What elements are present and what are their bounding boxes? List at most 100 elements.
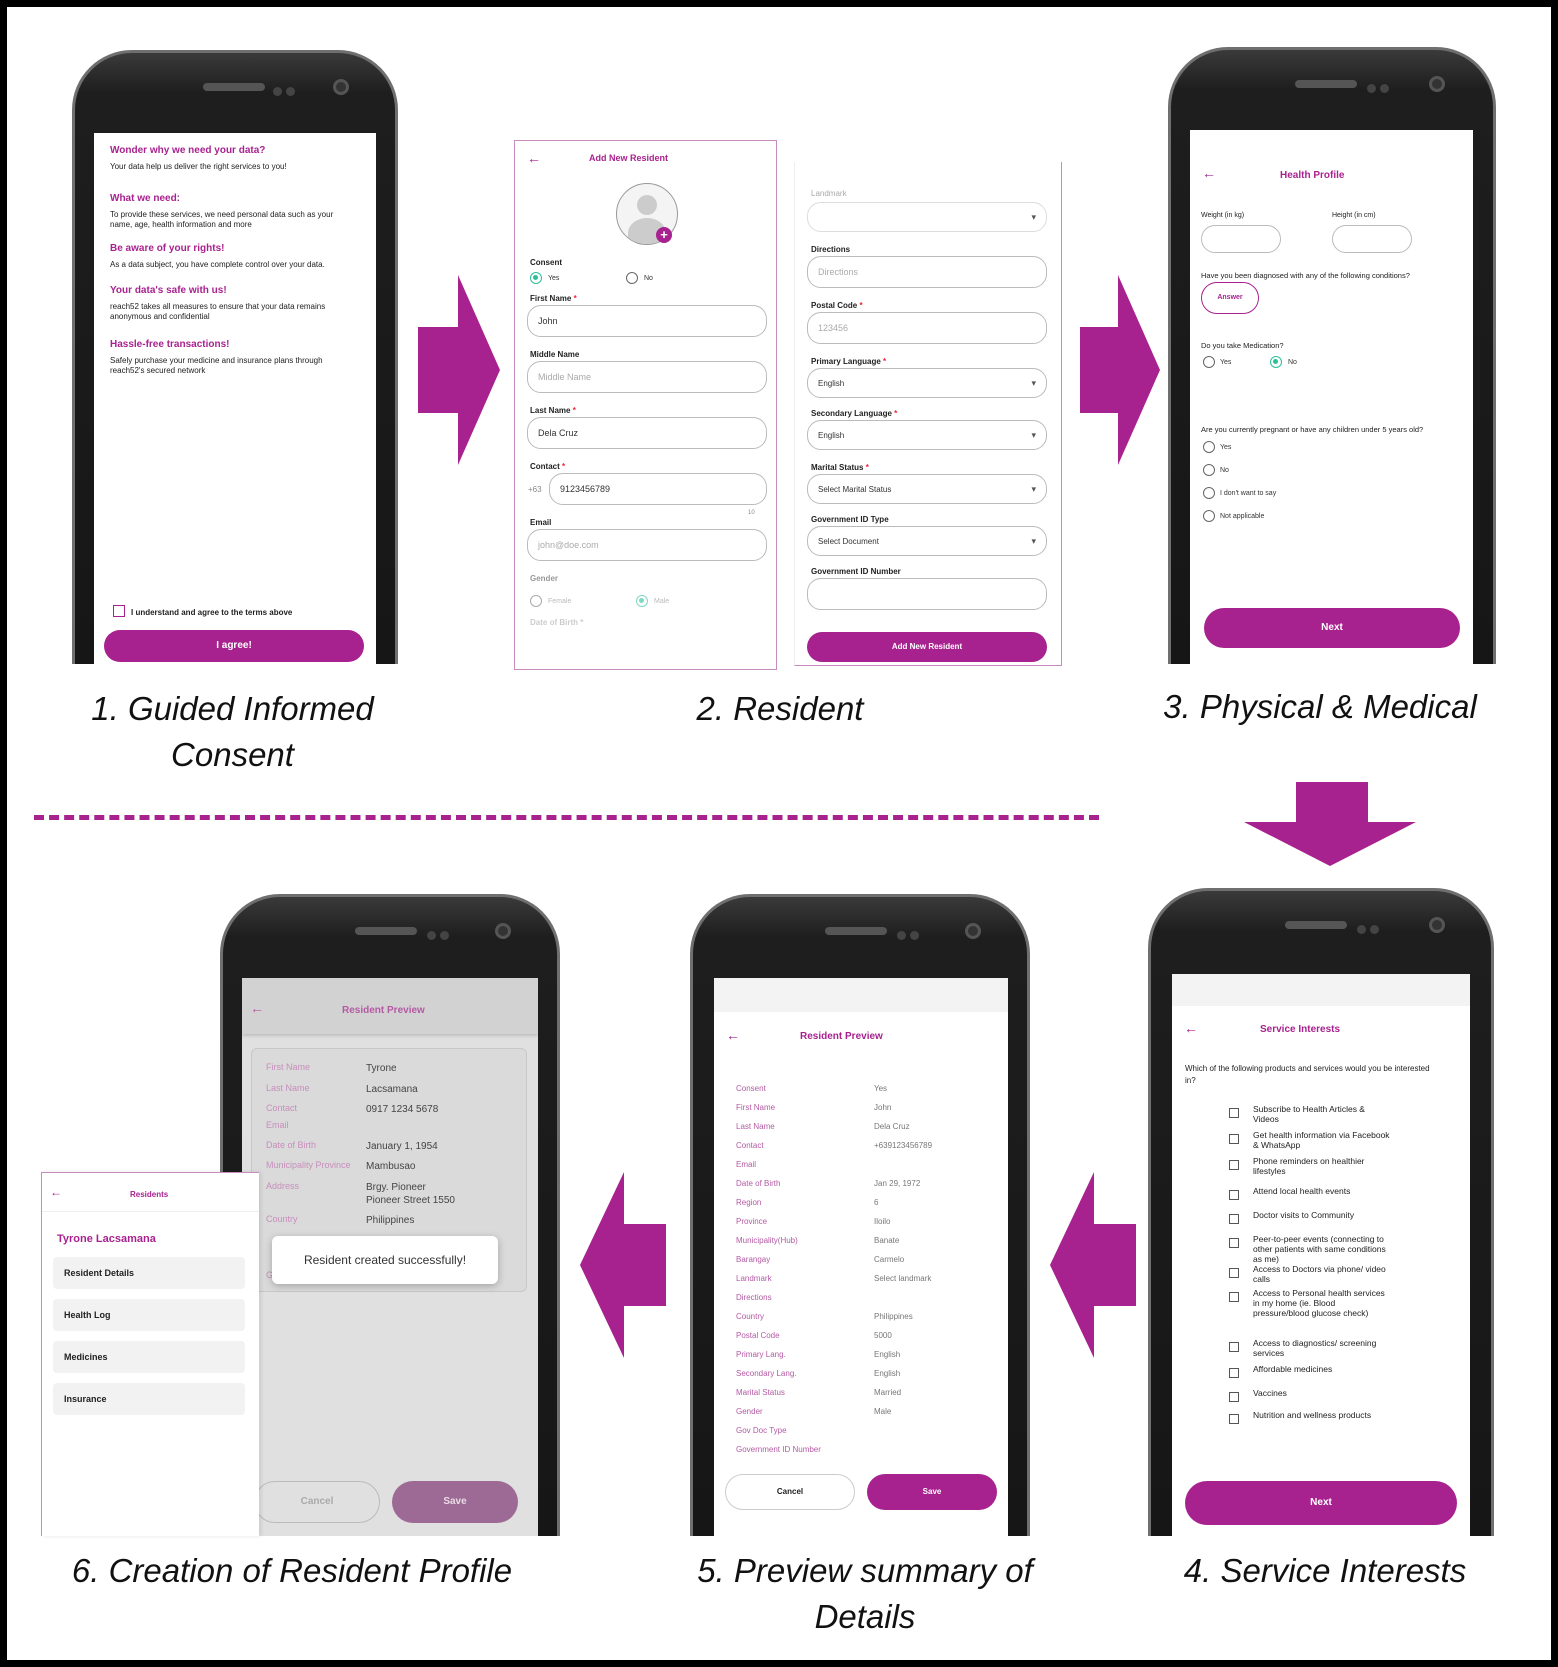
created-header — [242, 978, 538, 1034]
speaker — [355, 927, 417, 935]
interest-checkbox[interactable] — [1229, 1268, 1239, 1278]
interest-option-label: Peer-to-peer events (connecting to other… — [1253, 1234, 1386, 1264]
gender-female-label: Female — [548, 598, 572, 605]
consent-section-body: To provide these services, we need perso… — [110, 210, 334, 229]
consent-no-radio[interactable] — [626, 272, 638, 284]
interest-option-label: Attend local health events — [1253, 1186, 1351, 1196]
pregnant-option-radio[interactable] — [1203, 441, 1215, 453]
interest-checkbox[interactable] — [1229, 1292, 1239, 1302]
residents-menu-item[interactable]: Resident Details — [53, 1257, 245, 1289]
contact-label: Contact * — [530, 462, 566, 471]
consent-section-title: Hassle-free transactions! — [110, 339, 230, 350]
interest-checkbox[interactable] — [1229, 1342, 1239, 1352]
dob-label: Date of Birth * — [530, 618, 584, 627]
interest-checkbox[interactable] — [1229, 1134, 1239, 1144]
medication-yes-radio[interactable] — [1203, 356, 1215, 368]
residents-menu-label: Resident Details — [64, 1268, 135, 1278]
back-arrow-icon[interactable]: ← — [726, 1027, 740, 1043]
preview-row-value: Jan 29, 1972 — [874, 1179, 921, 1188]
interests-next-button[interactable]: Next — [1185, 1481, 1457, 1525]
back-arrow-icon[interactable]: ← — [1202, 165, 1216, 181]
success-toast: Resident created successfully! — [272, 1236, 498, 1284]
gender-male-radio[interactable] — [636, 595, 648, 607]
resident-name: Tyrone Lacsamana — [57, 1233, 156, 1245]
landmark-dropdown[interactable] — [807, 202, 1047, 232]
preview-save-button[interactable]: Save — [867, 1474, 997, 1510]
gender-female-radio[interactable] — [530, 595, 542, 607]
arrow-left-icon — [580, 1172, 666, 1358]
medication-no-radio[interactable] — [1270, 356, 1282, 368]
caption-step1: 1. Guided Informed Consent — [91, 690, 374, 773]
directions-label: Directions — [811, 245, 851, 254]
created-row-key: Municipality Province — [266, 1160, 351, 1170]
primary-language-dropdown[interactable]: English — [807, 368, 1047, 398]
last-name-field[interactable]: Dela Cruz — [527, 417, 767, 449]
created-row-key: Address — [266, 1181, 300, 1191]
interest-checkbox[interactable] — [1229, 1368, 1239, 1378]
sensor-dots — [897, 925, 935, 940]
speaker — [825, 927, 887, 935]
health-next-button[interactable]: Next — [1204, 608, 1460, 648]
pregnant-option-radio[interactable] — [1203, 487, 1215, 499]
back-arrow-icon[interactable]: ← — [50, 1185, 62, 1199]
sensor-dots — [427, 925, 465, 940]
interest-checkbox[interactable] — [1229, 1392, 1239, 1402]
weight-field[interactable] — [1201, 225, 1281, 253]
interest-option-label: Access to Doctors via phone/ video calls — [1253, 1264, 1386, 1284]
preview-row-key: Last Name — [736, 1122, 775, 1131]
back-arrow-icon[interactable]: ← — [250, 1000, 264, 1016]
govid-number-field[interactable] — [807, 578, 1047, 610]
pregnant-option-radio[interactable] — [1203, 510, 1215, 522]
interest-checkbox[interactable] — [1229, 1214, 1239, 1224]
interests-question: Which of the following products and serv… — [1185, 1064, 1430, 1085]
preview-row: Primary Lang.English — [736, 1350, 996, 1362]
created-save-button[interactable]: Save — [392, 1481, 518, 1523]
preview-row-value: Iloilo — [874, 1217, 891, 1226]
add-photo-icon[interactable]: + — [656, 227, 672, 243]
sensor-dots — [1357, 919, 1395, 934]
interest-checkbox[interactable] — [1229, 1108, 1239, 1118]
interest-checkbox[interactable] — [1229, 1414, 1239, 1424]
residents-menu-item[interactable]: Medicines — [53, 1341, 245, 1373]
residents-menu-item[interactable]: Insurance — [53, 1383, 245, 1415]
consent-yes-radio[interactable] — [530, 272, 542, 284]
interest-option-label: Access to diagnostics/ screening service… — [1253, 1338, 1377, 1358]
first-name-field[interactable]: John — [527, 305, 767, 337]
interest-checkbox[interactable] — [1229, 1238, 1239, 1248]
preview-row: Government ID Number — [736, 1445, 996, 1457]
created-row-value: 0917 1234 5678 — [366, 1104, 439, 1115]
marital-status-dropdown[interactable]: Select Marital Status — [807, 474, 1047, 504]
arrow-right-icon — [418, 275, 500, 465]
contact-field[interactable]: 9123456789 — [549, 473, 767, 505]
interest-checkbox[interactable] — [1229, 1190, 1239, 1200]
interest-checkbox[interactable] — [1229, 1160, 1239, 1170]
secondary-language-dropdown[interactable]: English — [807, 420, 1047, 450]
agree-button[interactable]: I agree! — [104, 630, 364, 662]
pregnant-option-radio[interactable] — [1203, 464, 1215, 476]
residents-menu-item[interactable]: Health Log — [53, 1299, 245, 1331]
middle-name-label: Middle Name — [530, 350, 580, 359]
health-title: Health Profile — [1280, 170, 1345, 181]
pregnant-question: Are you currently pregnant or have any c… — [1201, 425, 1424, 434]
govid-type-dropdown[interactable]: Select Document — [807, 526, 1047, 556]
postal-code-field[interactable]: 123456 — [807, 312, 1047, 344]
screen-resident-form-2: Landmark Directions Directions Postal Co… — [794, 162, 1062, 666]
preview-row-key: Landmark — [736, 1274, 772, 1283]
preview-row-value: Dela Cruz — [874, 1122, 910, 1131]
answer-button[interactable]: Answer — [1201, 282, 1259, 314]
email-field[interactable]: john@doe.com — [527, 529, 767, 561]
back-arrow-icon[interactable]: ← — [527, 150, 541, 166]
preview-cancel-button[interactable]: Cancel — [725, 1474, 855, 1510]
agree-checkbox[interactable] — [113, 605, 125, 617]
back-arrow-icon[interactable]: ← — [1184, 1020, 1198, 1036]
directions-field[interactable]: Directions — [807, 256, 1047, 288]
screen-resident-form-1: ← Add New Resident + Consent Yes No Firs… — [514, 140, 777, 670]
created-cancel-button[interactable]: Cancel — [254, 1481, 380, 1523]
add-new-resident-button[interactable]: Add New Resident — [807, 632, 1047, 662]
middle-name-field[interactable]: Middle Name — [527, 361, 767, 393]
speaker — [1285, 921, 1347, 929]
height-field[interactable] — [1332, 225, 1412, 253]
camera — [495, 923, 511, 939]
